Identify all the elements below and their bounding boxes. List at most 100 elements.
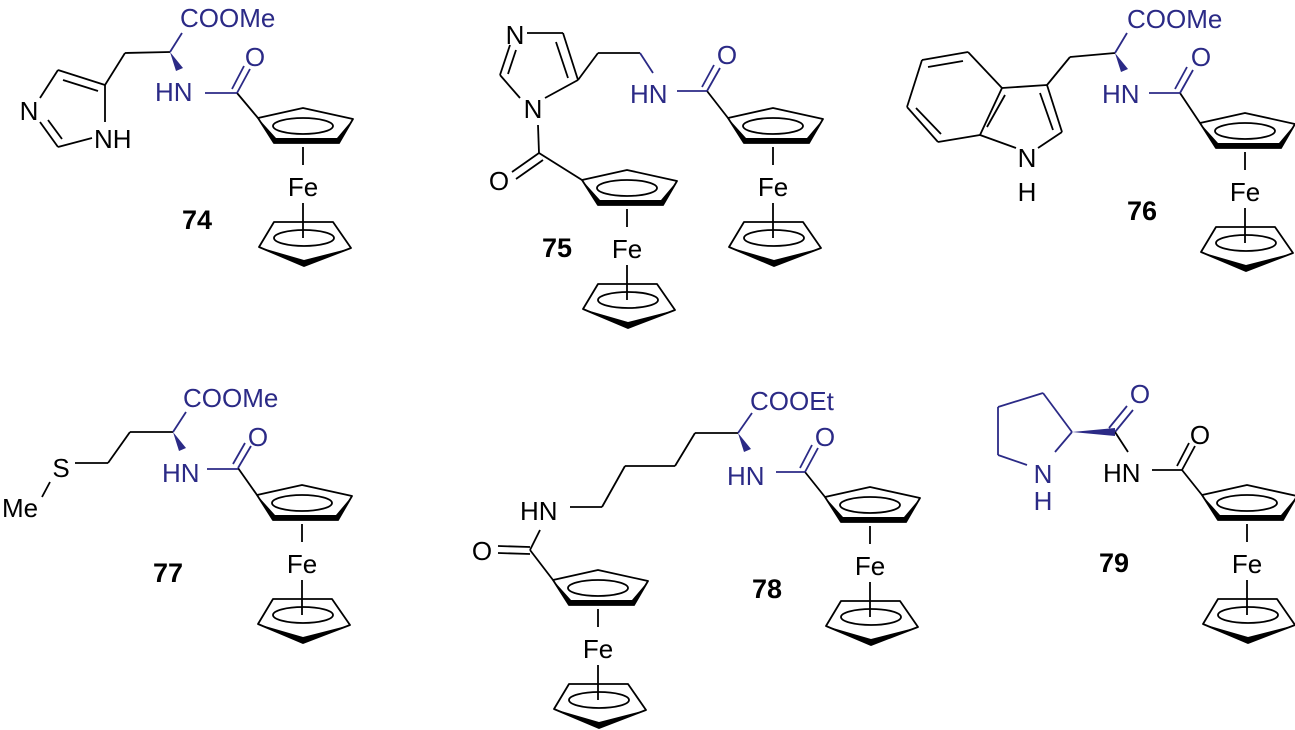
aromatic-circle	[568, 691, 630, 709]
stereo-wedge	[173, 432, 186, 451]
cp-ring-bold-edge	[554, 709, 646, 728]
carbonyl-oxygen: O	[717, 40, 737, 70]
cp-ring-bold-edge	[553, 580, 648, 605]
cp-ring-bold-edge	[583, 309, 675, 328]
cp-ring-bold-edge	[1202, 495, 1295, 520]
cp-ring-bold-edge	[825, 497, 920, 522]
compound-78: COOEt HN O HN O 78	[472, 386, 835, 604]
amide-nh: HN	[1102, 79, 1140, 109]
imidazole-n-acyl: N	[524, 94, 543, 124]
ester-group: COOMe	[183, 383, 278, 413]
cp-ring-lower	[258, 221, 352, 267]
amide-nh: HN	[727, 461, 765, 491]
sulfur-atom: S	[52, 453, 69, 483]
aromatic-circle	[271, 494, 333, 512]
carbonyl-oxygen: O	[245, 42, 265, 72]
aromatic-circle	[597, 291, 659, 309]
cp-ring-lower	[728, 221, 822, 267]
indole-n: N	[1018, 143, 1037, 173]
aromatic-circle	[272, 606, 334, 624]
compound-74: COOMe HN O N NH 74	[20, 3, 276, 235]
compound-label: 76	[1127, 196, 1157, 226]
aromatic-circle	[273, 229, 335, 247]
iron-atom: Fe	[583, 634, 613, 664]
compound-label: 74	[182, 205, 212, 235]
compound-label: 79	[1099, 548, 1129, 578]
iron-atom: Fe	[287, 549, 317, 579]
aromatic-circle	[1215, 234, 1277, 252]
cp-ring-bold-edge	[728, 118, 823, 143]
cp-ring-lower	[582, 283, 676, 329]
iron-atom: Fe	[758, 172, 788, 202]
iron-atom: Fe	[1230, 177, 1260, 207]
amide-nh: HN	[630, 79, 668, 109]
amide-nh: HN	[162, 458, 200, 488]
cp-ring-bold-edge	[1203, 624, 1295, 643]
aromatic-circle	[742, 117, 804, 135]
ester-group: COOMe	[180, 3, 275, 33]
cp-ring-bold-edge	[826, 626, 918, 645]
pyrrolidine-h: H	[1034, 486, 1053, 516]
ferrocene: Fe	[824, 486, 921, 646]
carbonyl-oxygen: O	[1191, 42, 1211, 72]
ferrocene: Fe	[1201, 484, 1295, 644]
aromatic-circle	[1217, 606, 1279, 624]
cp-ring-bold-edge	[582, 180, 677, 205]
pyrrolidine-n: N	[1034, 459, 1053, 489]
side-chain-nh: HN	[520, 496, 558, 526]
compound-79: N H O HN O 79	[997, 379, 1210, 578]
cp-ring-bold-edge	[1201, 252, 1293, 271]
ferrocene: Fe	[257, 107, 354, 267]
imidazole-nh: NH	[94, 124, 132, 154]
ester-group: COOEt	[750, 386, 835, 416]
methyl-group: Me	[2, 493, 38, 523]
ferrocene: Fe	[1199, 112, 1295, 272]
aromatic-circle	[272, 117, 334, 135]
stereo-wedge	[170, 52, 183, 71]
aromatic-circle	[1216, 494, 1278, 512]
acyl-oxygen: O	[472, 536, 492, 566]
cp-ring-lower	[1202, 598, 1295, 644]
stereo-wedge	[1072, 428, 1115, 436]
carbonyl-oxygen: O	[248, 422, 268, 452]
amide-nh: HN	[155, 77, 193, 107]
compound-label: 75	[542, 233, 572, 263]
aromatic-circle	[1214, 122, 1276, 140]
compound-75: N N HN O O 75	[489, 20, 737, 263]
ferrocene: Fe	[552, 569, 649, 729]
indole-h: H	[1018, 177, 1037, 207]
iron-atom: Fe	[288, 172, 318, 202]
cp-ring-lower	[257, 598, 351, 644]
aromatic-circle	[743, 229, 805, 247]
cp-ring-lower	[553, 683, 647, 729]
aromatic-circle	[839, 496, 901, 514]
cp-ring-bold-edge	[257, 495, 352, 520]
compound-76: COOMe HN O N H 76	[906, 4, 1222, 226]
carbonyl-oxygen: O	[815, 422, 835, 452]
compound-label: 78	[752, 574, 782, 604]
cp-ring-bold-edge	[258, 624, 350, 643]
iron-atom: Fe	[612, 234, 642, 264]
aromatic-circle	[596, 179, 658, 197]
stereo-wedge	[738, 433, 751, 452]
aromatic-circle	[840, 608, 902, 626]
cp-ring-lower	[1200, 226, 1294, 272]
imidazole-n: N	[20, 96, 39, 126]
iron-atom: Fe	[855, 551, 885, 581]
aromatic-circle	[567, 579, 629, 597]
prolyl-oxygen: O	[1130, 379, 1150, 409]
cp-ring-bold-edge	[259, 247, 351, 266]
ester-group: COOMe	[1127, 4, 1222, 34]
cp-ring-lower	[825, 600, 919, 646]
imide-nh: HN	[1103, 458, 1141, 488]
ferrocene: Fe	[727, 107, 824, 267]
cp-ring-bold-edge	[1200, 123, 1295, 148]
cp-ring-bold-edge	[729, 247, 821, 266]
carbonyl-oxygen: O	[1190, 420, 1210, 450]
stereo-wedge	[1115, 53, 1128, 72]
compound-77: COOMe HN O S Me 77	[2, 383, 278, 588]
imidazole-n: N	[506, 20, 525, 50]
ferrocene: Fe	[581, 169, 678, 329]
